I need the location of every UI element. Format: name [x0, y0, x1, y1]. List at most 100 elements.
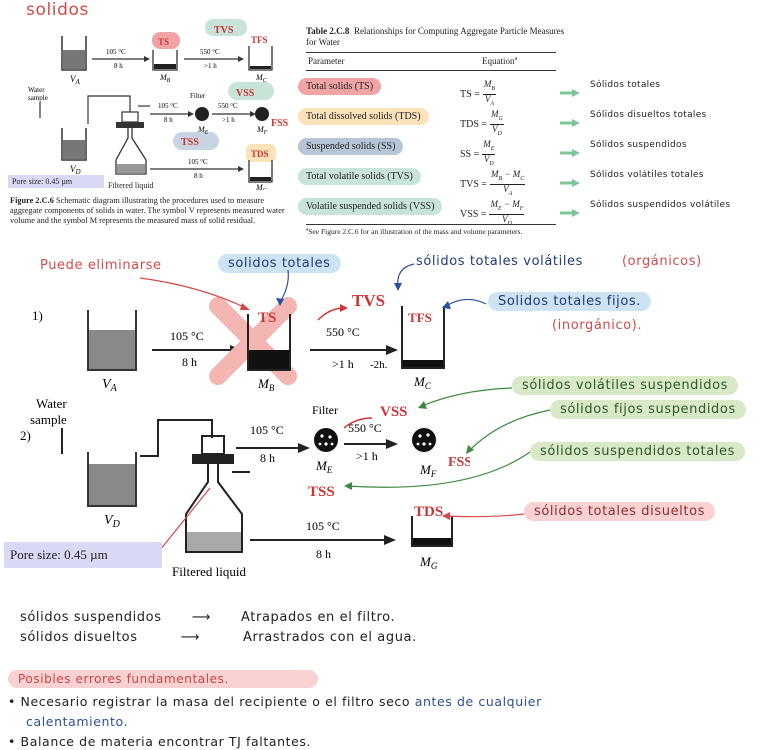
figure-caption: Figure 2.C.6 Schematic diagram illustrat… — [10, 196, 290, 226]
tds-highlight — [246, 144, 276, 162]
big-temp-550: 550 °C — [326, 325, 360, 339]
note-term-suspendidos: sólidos suspendidos — [20, 610, 162, 625]
big-filter-disc-mf — [412, 428, 436, 452]
tss-highlight — [173, 132, 219, 150]
small-filter-label: Filter — [190, 92, 206, 100]
small-filtered-liquid: Filtered liquid — [108, 181, 154, 190]
caption-text: Schematic diagram illustrating the proce… — [10, 196, 285, 225]
big-mf-label: MF — [419, 462, 437, 479]
small-pore-size: Pore size: 0.45 µm — [12, 177, 73, 186]
arrow-right-icon: ⟶ — [191, 610, 211, 625]
small-tds-tag: TDS — [251, 149, 269, 159]
big-time-8hc: 8 h — [316, 547, 331, 561]
bullet-1-text-b: antes de cualquier — [414, 694, 542, 709]
small-vss-tag: VSS — [236, 88, 255, 99]
vd-label: VD — [70, 164, 81, 176]
big-filter-label: Filter — [312, 403, 338, 417]
note-term-disueltos: sólidos disueltos — [20, 630, 138, 645]
arrow-right-icon — [560, 204, 580, 217]
bullet-dot-icon: • — [8, 694, 21, 709]
note-def-disueltos: Arrastrados con el agua. — [243, 630, 417, 645]
big-time-8h: 8 h — [182, 355, 197, 369]
big-mg-label: MG — [419, 554, 438, 571]
errors-title: Posibles errores fundamentales. — [8, 670, 318, 688]
note-line-2: sólidos disueltos ⟶ Arrastrados con el a… — [20, 630, 417, 645]
big-tfs-label: TFS — [408, 310, 432, 325]
big-time-1hb: >1 h — [356, 449, 378, 463]
table-spanish-term: Sólidos suspendidos — [590, 140, 687, 150]
small-tfs-tag: TFS — [251, 35, 268, 45]
small-time-1hb: >1 h — [222, 116, 235, 124]
bullet-1: • Necesario registrar la masa del recipi… — [8, 694, 542, 709]
arrow-right-icon: ⟶ — [180, 630, 200, 645]
note-line-1: sólidos suspendidos ⟶ Atrapados en el fi… — [20, 610, 395, 625]
small-fss-tag: FSS — [271, 118, 289, 129]
table-title: Table 2.C.8 Relationships for Computing … — [306, 26, 566, 48]
step-2-label: 2) — [20, 428, 31, 443]
annotation-solidos-totales-volatiles: sólidos totales volátiles — [416, 254, 584, 269]
table-spanish-term: Sólidos volátiles totales — [590, 170, 704, 180]
annotation-solidos-volatiles-suspendidos: sólidos volátiles suspendidos — [512, 376, 739, 395]
table-title-label: Table 2.C.8 — [306, 26, 350, 36]
col-equation: Equationa — [482, 56, 518, 66]
annotation-inorganico: (inorgánico). — [552, 318, 643, 333]
table-footnote: aSee Figure 2.C.6 for an illustration of… — [306, 227, 523, 236]
small-temp-550b: 550 °C — [218, 102, 238, 110]
big-vd-label: VD — [104, 513, 121, 530]
small-tss-tag: TSS — [181, 137, 199, 148]
arrow-right-icon — [560, 84, 580, 97]
big-water-2: sample — [30, 412, 67, 427]
arrow-right-icon — [560, 174, 580, 187]
arrow-right-icon — [560, 144, 580, 157]
ts-highlight — [152, 32, 180, 49]
big-time-2h: -2h. — [370, 359, 388, 371]
big-schematic: 1) 2) VA 105 °C 8 h TS MB 550 °C >1 h -2… — [5, 284, 470, 584]
big-filter-disc-me — [314, 428, 338, 452]
filter-disc-mf — [255, 107, 269, 121]
annotation-solidos-totales: solidos totales — [218, 254, 341, 273]
small-temp-105: 105 °C — [106, 48, 126, 56]
small-tvs-tag: TVS — [214, 25, 234, 36]
annotation-solidos-totales-fijos: Solidos totales fijos. — [488, 292, 652, 311]
big-water-1: Water — [36, 396, 67, 411]
mc-label: MC — [255, 73, 268, 84]
big-tds-label: TDS — [414, 504, 443, 520]
table-param: Total dissolved solids (TDS) — [298, 108, 429, 125]
big-pore-size-box: Pore size: 0.45 µm — [4, 542, 162, 568]
big-vss-label: VSS — [380, 404, 408, 420]
caption-label: Figure 2.C.6 — [10, 196, 54, 205]
table-param: Total volatile solids (TVS) — [298, 168, 421, 185]
small-pore-size-box: Pore size: 0.45 µm — [8, 175, 104, 188]
big-mb-label: MB — [257, 376, 275, 393]
small-ts-tag: TS — [158, 37, 169, 47]
small-temp-550: 550 °C — [200, 48, 220, 56]
tvs-highlight — [205, 19, 247, 36]
big-tvs-label: TVS — [352, 291, 385, 310]
mb-label: MB — [159, 73, 171, 84]
small-time-8hc: 8 h — [194, 172, 203, 180]
note-def-suspendidos: Atrapados en el filtro. — [241, 610, 396, 625]
small-water-2: sample — [28, 94, 48, 102]
big-pore-size: Pore size: 0.45 µm — [10, 547, 108, 562]
bullet-1-text-c: calentamiento. — [26, 714, 129, 729]
annotation-solidos-fijos-suspendidos: sólidos fijos suspendidos — [550, 400, 746, 419]
page-title: solidos — [26, 0, 89, 20]
big-fss-label: FSS — [448, 455, 470, 470]
table-param: Suspended solids (SS) — [298, 138, 404, 155]
big-tss-label: TSS — [308, 484, 335, 500]
vss-highlight — [228, 82, 274, 100]
table-param: Volatile suspended solids (VSS) — [298, 198, 443, 215]
small-time-1h: >1 h — [204, 62, 217, 70]
big-me-label: ME — [315, 458, 333, 475]
small-temp-105c: 105 °C — [188, 158, 208, 166]
va-label: VA — [70, 74, 81, 86]
